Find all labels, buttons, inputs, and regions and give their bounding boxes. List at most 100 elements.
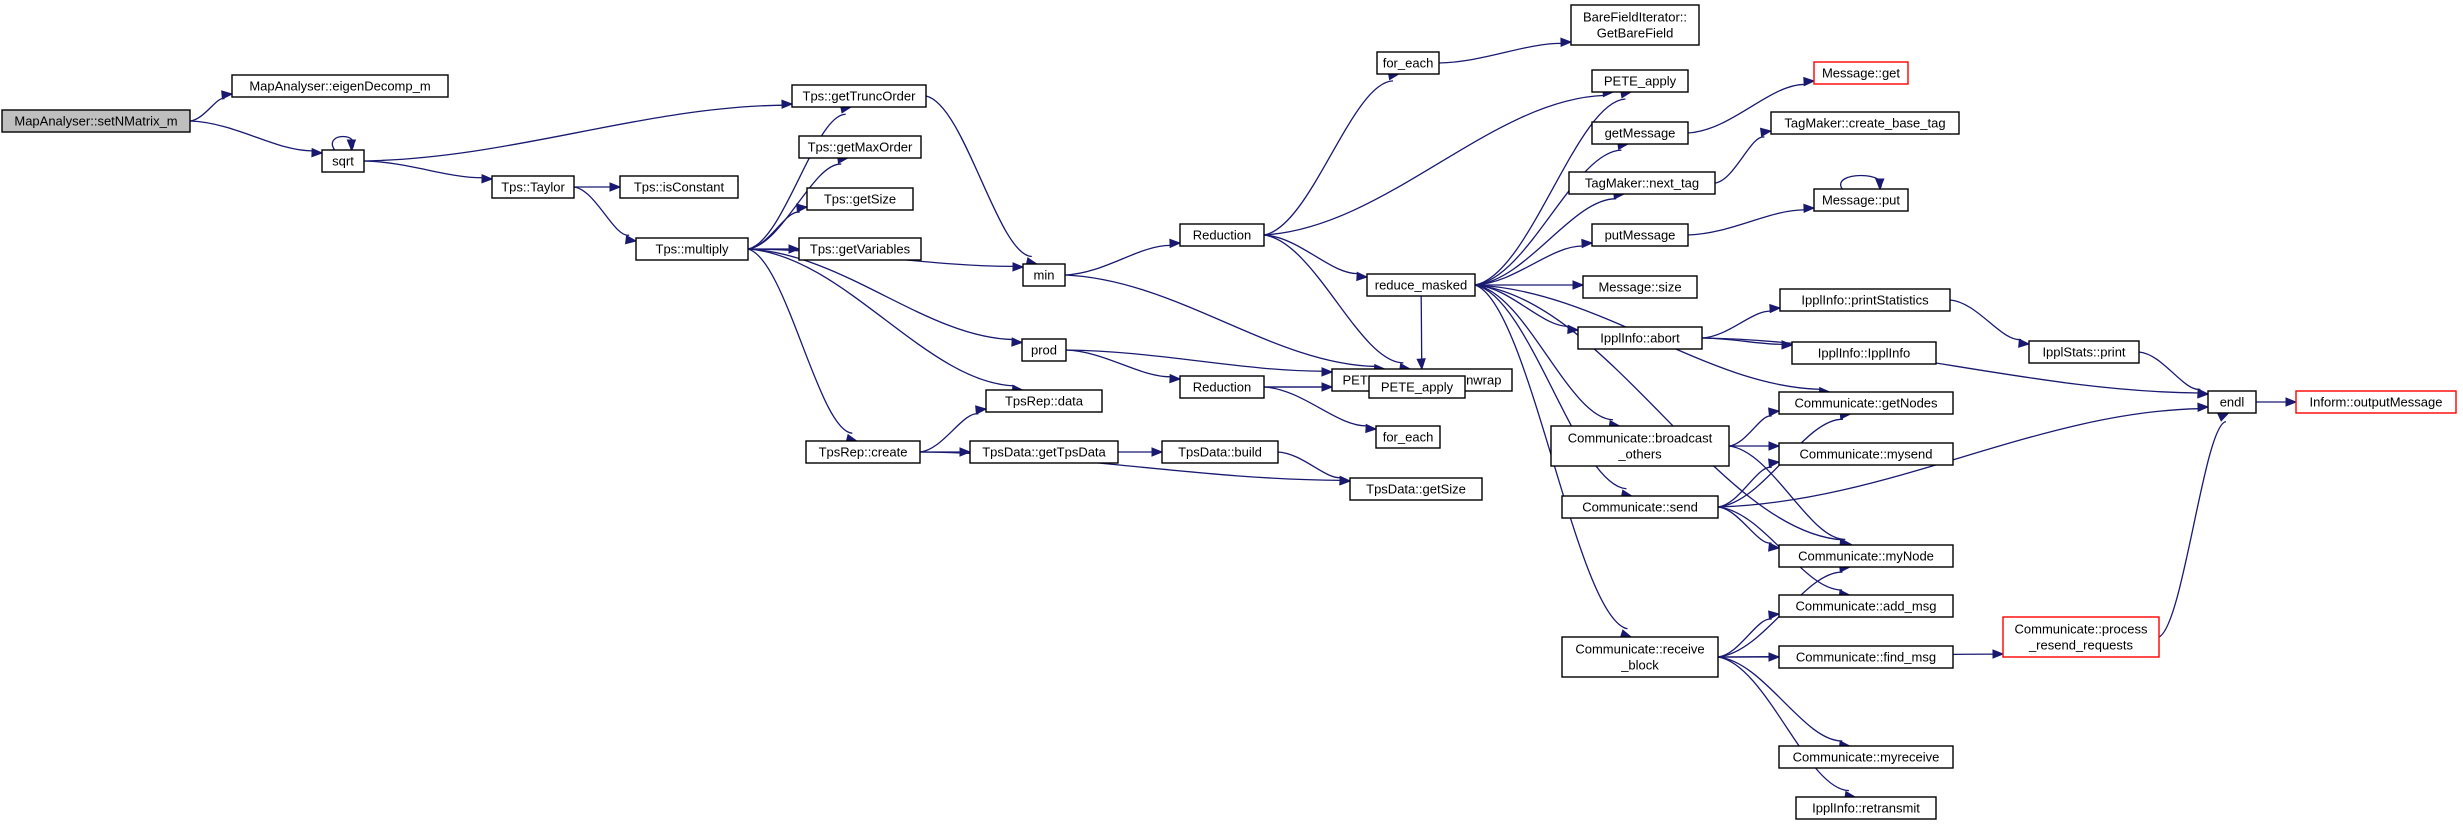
node-label: endl (2220, 395, 2245, 410)
function-node-taylor[interactable]: Tps::Taylor (491, 175, 575, 199)
function-node-mysend[interactable]: Communicate::mysend (1778, 442, 1954, 466)
call-edge-send-to-mysend (1717, 458, 1781, 508)
function-node-repdata[interactable]: TpsRep::data (985, 389, 1103, 413)
function-node-myreceive[interactable]: Communicate::myreceive (1778, 745, 1954, 769)
edge-line (1277, 451, 1342, 479)
call-edge-build-to-datasize (1277, 451, 1352, 486)
edge-line (1714, 136, 1765, 184)
function-node-multiply[interactable]: Tps::multiply (635, 237, 749, 261)
arrow-head (1365, 423, 1378, 434)
function-node-maxorder[interactable]: Tps::getMaxOrder (798, 135, 922, 159)
function-node-prod[interactable]: prod (1021, 338, 1067, 362)
edge-line (925, 95, 1032, 258)
function-node-peteapply2[interactable]: PETE_apply (1368, 375, 1466, 399)
function-node-msgput[interactable]: Message::put (1813, 188, 1909, 212)
edge-line (1701, 310, 1772, 339)
node-box (1795, 796, 1937, 820)
function-node-truncorder[interactable]: Tps::getTruncOrder (791, 84, 927, 108)
call-edge-redmasked-to-getmessage (1474, 140, 1630, 286)
arrow-head (1169, 373, 1182, 384)
arrow-head (1356, 271, 1369, 282)
function-node-red1[interactable]: Reduction (1179, 223, 1265, 247)
function-node-gettpsdata[interactable]: TpsData::getTpsData (969, 440, 1119, 464)
node-box (1770, 111, 1960, 135)
function-node-outmsg[interactable]: Inform::outputMessage (2295, 390, 2457, 414)
node-box (791, 84, 927, 108)
node-label: BareFieldIterator:: (1583, 10, 1687, 25)
function-node-msgget[interactable]: Message::get (1813, 61, 1909, 85)
edge-line (1474, 284, 1843, 541)
function-node-nexttag[interactable]: TagMaker::next_tag (1568, 171, 1716, 195)
function-node-putmessage[interactable]: putMessage (1591, 223, 1689, 247)
edge-line (363, 104, 784, 162)
arrow-head (609, 182, 622, 192)
function-node-min[interactable]: min (1022, 263, 1066, 287)
arrow-head (624, 235, 638, 245)
function-node-getnodes[interactable]: Communicate::getNodes (1778, 391, 1954, 415)
node-label: _others (1617, 447, 1662, 462)
function-node-abort[interactable]: IpplInfo::abort (1577, 326, 1703, 350)
call-edge-min-to-red1 (1064, 238, 1182, 276)
node-label: Inform::outputMessage (2310, 395, 2443, 410)
function-node-barefield[interactable]: BareFieldIterator::GetBareField (1570, 4, 1700, 46)
function-node-endl[interactable]: endl (2207, 390, 2257, 414)
node-label: MapAnalyser::eigenDecomp_m (249, 79, 430, 94)
function-node-sqrt[interactable]: sqrt (321, 149, 365, 173)
edge-line (1687, 83, 1806, 134)
function-node-bcast[interactable]: Communicate::broadcast_others (1550, 425, 1730, 467)
edge-line (1717, 506, 1772, 544)
function-node-getmessage[interactable]: getMessage (1591, 121, 1689, 145)
function-node-createtag[interactable]: TagMaker::create_base_tag (1770, 111, 1960, 135)
function-node-redmasked[interactable]: reduce_masked (1366, 273, 1476, 297)
node-box (798, 237, 922, 261)
function-node-ipplinfo[interactable]: IpplInfo::IpplInfo (1791, 341, 1937, 365)
function-node-build[interactable]: TpsData::build (1161, 440, 1279, 464)
function-node-send[interactable]: Communicate::send (1561, 495, 1719, 519)
function-node-foreach2[interactable]: for_each (1375, 425, 1441, 449)
function-node-eigen[interactable]: MapAnalyser::eigenDecomp_m (231, 74, 449, 98)
call-edge-multiply-to-repcreate (747, 248, 859, 444)
node-label: sqrt (332, 154, 354, 169)
function-node-repcreate[interactable]: TpsRep::create (805, 440, 921, 464)
function-node-peteapply1[interactable]: PETE_apply (1591, 69, 1689, 93)
function-node-isconst[interactable]: Tps::isConstant (619, 175, 739, 199)
function-node-retransmit[interactable]: IpplInfo::retransmit (1795, 796, 1937, 820)
arrow-head (481, 174, 494, 184)
function-node-recvblock[interactable]: Communicate::receive_block (1561, 636, 1719, 678)
edge-line (1065, 349, 1324, 372)
edge-line (1474, 98, 1626, 286)
function-node-root[interactable]: MapAnalyser::setNMatrix_m (1, 109, 191, 133)
node-label: IpplInfo::retransmit (1812, 801, 1920, 816)
node-label: Message::get (1822, 66, 1900, 81)
function-node-findmsg[interactable]: Communicate::find_msg (1778, 645, 1954, 669)
function-node-foreach1[interactable]: for_each (1376, 51, 1440, 75)
node-box (1778, 745, 1954, 769)
node-box (1813, 61, 1909, 85)
function-node-getsize[interactable]: Tps::getSize (806, 187, 914, 211)
function-node-mynode[interactable]: Communicate::myNode (1778, 544, 1954, 568)
function-node-red2[interactable]: Reduction (1179, 375, 1265, 399)
edge-line (1420, 295, 1423, 361)
node-label: Message::put (1822, 193, 1900, 208)
arrow-head (781, 99, 794, 109)
node-label: Tps::getSize (824, 192, 896, 207)
function-node-msgsize[interactable]: Message::size (1582, 275, 1698, 299)
function-node-resend[interactable]: Communicate::process_resend_requests (2002, 616, 2160, 658)
node-box (805, 440, 921, 464)
function-node-addmsg[interactable]: Communicate::add_msg (1778, 594, 1954, 618)
function-node-getvars[interactable]: Tps::getVariables (798, 237, 922, 261)
node-label: _resend_requests (2028, 638, 2134, 653)
function-node-printstats[interactable]: IpplInfo::printStatistics (1779, 288, 1951, 312)
arrow-head (2217, 412, 2230, 422)
call-edge-sqrt-to-taylor (363, 160, 494, 184)
edge-line (747, 113, 846, 250)
function-node-statsprint[interactable]: IpplStats::print (2028, 340, 2140, 364)
edge-line (1717, 408, 2200, 508)
function-node-datasize[interactable]: TpsData::getSize (1349, 477, 1483, 501)
call-edge-recvblock-to-myreceive (1717, 656, 1852, 750)
edge-line (573, 186, 630, 236)
call-edges (189, 37, 2298, 801)
node-box (1778, 645, 1954, 669)
node-label: Tps::isConstant (634, 180, 725, 195)
node-label: Communicate::add_msg (1796, 599, 1937, 614)
